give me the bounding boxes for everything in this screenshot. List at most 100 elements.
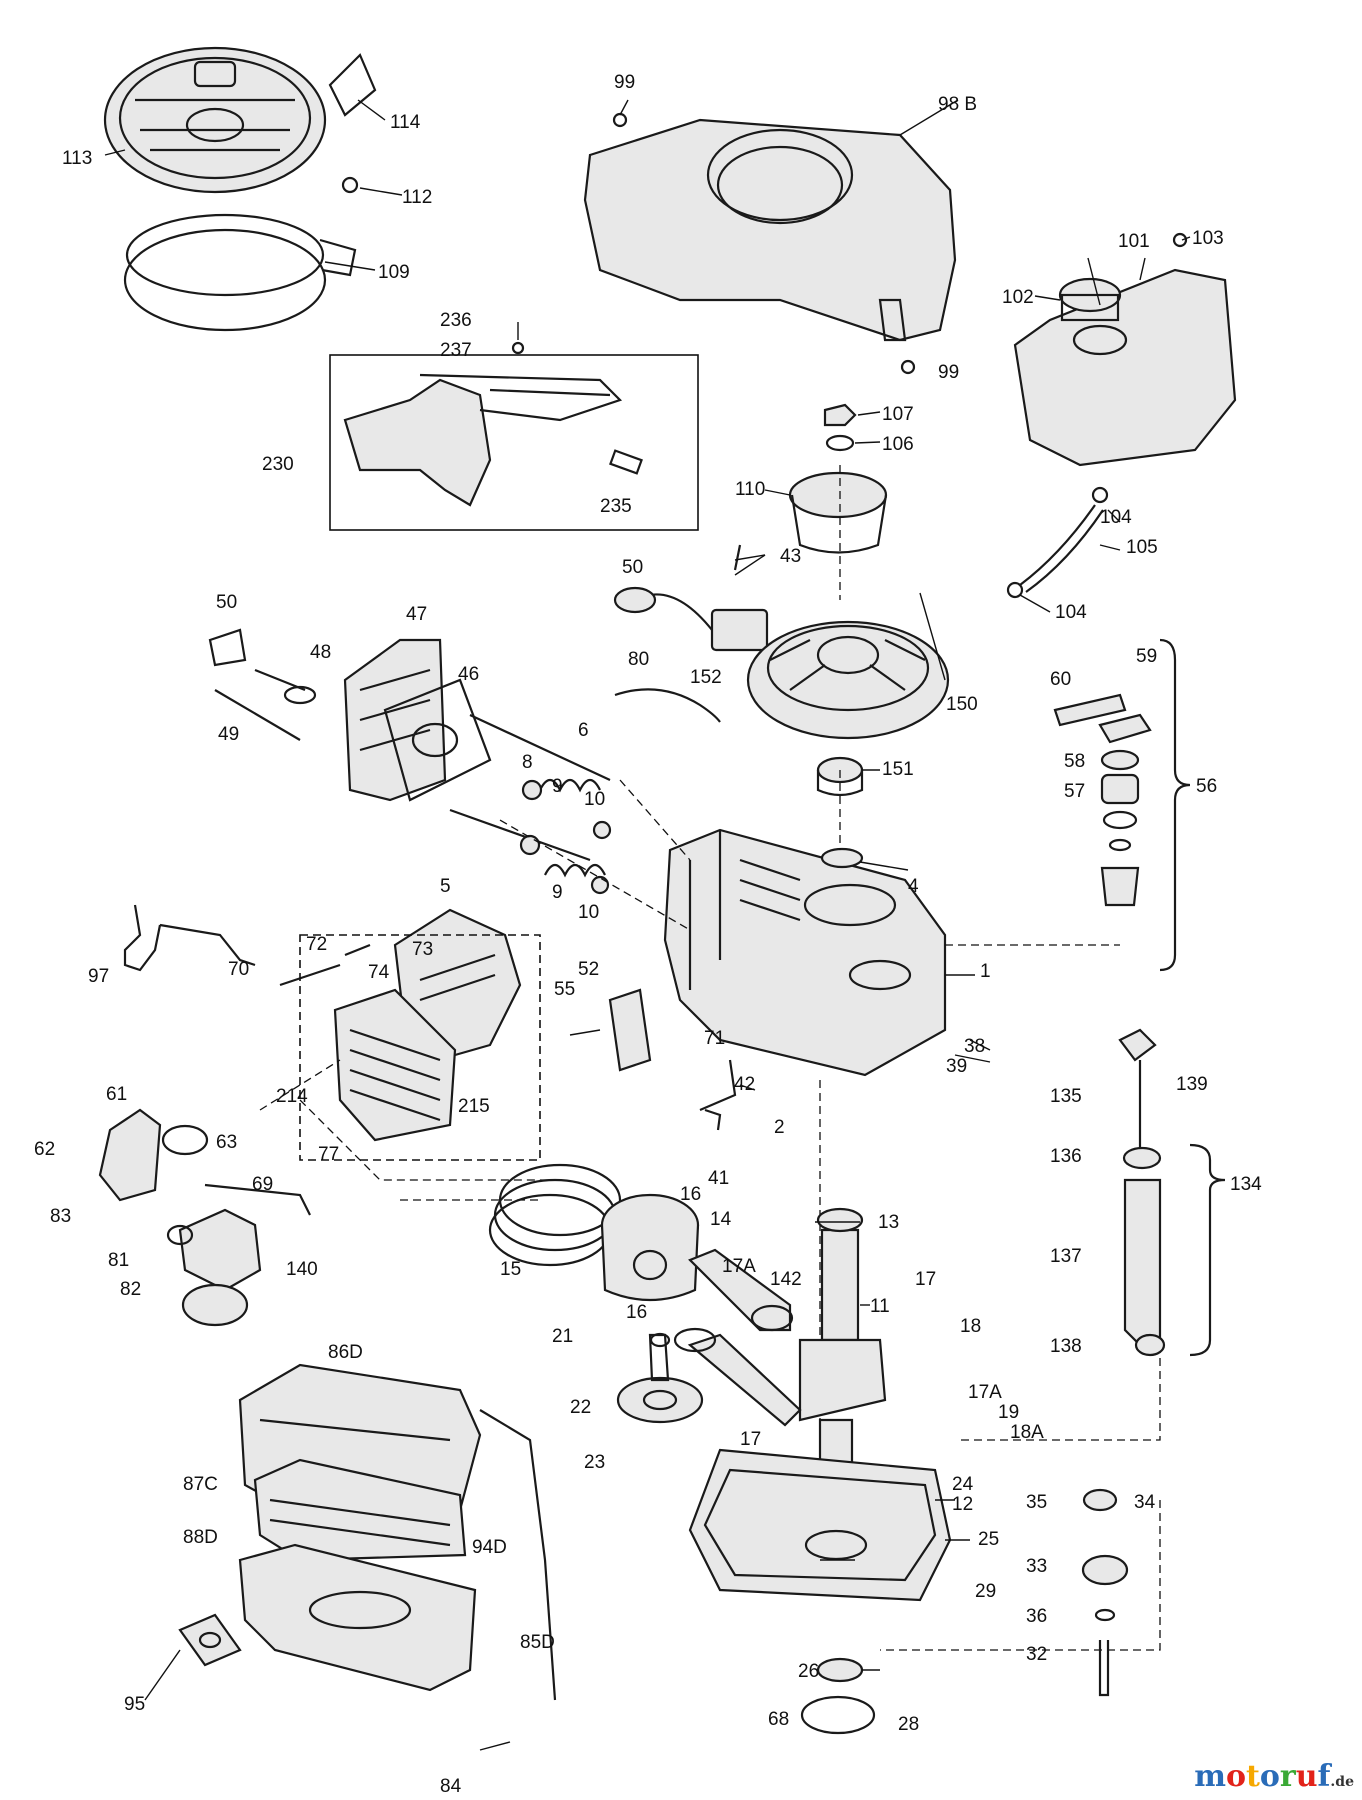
part-label: 17A: [968, 1382, 1002, 1403]
part-label: 106: [882, 434, 914, 455]
part-label: 101: [1118, 231, 1150, 252]
part-label: 74: [368, 962, 390, 983]
part-label: 152: [690, 667, 722, 688]
con-rod-17: [673, 1327, 802, 1427]
part-label: 12: [952, 1494, 973, 1515]
part-label: 112: [402, 187, 432, 208]
part-label: 235: [600, 496, 632, 517]
part-label: 82: [120, 1279, 141, 1300]
part-label: 237: [440, 340, 472, 361]
connecting-rod: [688, 1248, 794, 1332]
part-label: 19: [998, 1402, 1019, 1423]
part-label: 8: [522, 752, 533, 773]
part-label: 99: [614, 72, 635, 93]
control-bracket: [123, 904, 256, 972]
part-label: 47: [406, 604, 427, 625]
part-label: 41: [708, 1168, 729, 1189]
watermark-letter: u: [1295, 1759, 1318, 1794]
part-label: 138: [1050, 1336, 1082, 1357]
part-label: 142: [770, 1269, 802, 1290]
part-label: 236: [440, 310, 472, 331]
carburetor: [166, 1208, 262, 1327]
part-label: 150: [946, 694, 978, 715]
part-label: 73: [412, 939, 433, 960]
part-label: 48: [310, 642, 331, 663]
leader-lines: [104, 99, 1191, 1751]
part-label: 97: [88, 966, 109, 987]
part-label: 88D: [183, 1527, 218, 1548]
governor-gear: [1081, 1488, 1129, 1697]
part-label: 4: [908, 876, 919, 897]
part-label: 34: [1134, 1492, 1156, 1513]
watermark-letter: t: [1246, 1759, 1260, 1794]
dipstick-tube: [1118, 1028, 1226, 1357]
part-label: 16: [626, 1302, 647, 1323]
part-label: 57: [1064, 781, 1085, 802]
part-label: 15: [500, 1259, 521, 1280]
part-label: 105: [1126, 537, 1158, 558]
part-label: 23: [584, 1452, 605, 1473]
part-label: 46: [458, 664, 479, 685]
part-label: 83: [50, 1206, 71, 1227]
muffler-box: [299, 934, 541, 1161]
oil-sump: [688, 1448, 952, 1602]
part-label: 134: [1230, 1174, 1262, 1195]
part-label: 63: [216, 1132, 237, 1153]
part-label: 25: [978, 1529, 999, 1550]
part-label: 113: [62, 148, 92, 169]
fuel-tank: [1013, 232, 1237, 467]
part-label: 136: [1050, 1146, 1082, 1167]
part-label: 2: [774, 1117, 785, 1138]
part-label: 26: [798, 1661, 819, 1682]
flywheel: [746, 620, 950, 740]
part-label: 77: [318, 1144, 339, 1165]
part-label: 230: [262, 454, 294, 475]
part-label: 86D: [328, 1342, 363, 1363]
part-label: 29: [975, 1581, 996, 1602]
camshaft: [616, 1332, 704, 1424]
part-label: 42: [734, 1074, 755, 1095]
air-cleaner-gasket: [178, 1613, 242, 1667]
part-label: 36: [1026, 1606, 1047, 1627]
part-label: 18A: [1010, 1422, 1044, 1443]
part-label: 5: [440, 876, 451, 897]
head-gasket: [383, 678, 492, 802]
oil-seal-13: [816, 1207, 864, 1233]
choke-assembly: [1053, 638, 1191, 972]
governor-lever: [699, 1059, 737, 1131]
part-label: 95: [124, 1694, 145, 1715]
part-label: 17: [740, 1429, 761, 1450]
part-label: 32: [1026, 1644, 1047, 1665]
cylinder-head: [208, 628, 447, 802]
part-label: 71: [704, 1028, 725, 1049]
governor-bracket-box: [329, 354, 699, 531]
watermark-letter: o: [1259, 1759, 1280, 1794]
part-label: 109: [378, 262, 410, 283]
part-label: 60: [1050, 669, 1071, 690]
watermark-text: motoruf: [1194, 1759, 1330, 1794]
part-label: 135: [1050, 1086, 1082, 1107]
part-label: 58: [1064, 751, 1085, 772]
part-label: 137: [1050, 1246, 1082, 1267]
part-label: 140: [286, 1259, 318, 1280]
blower-housing: [583, 112, 957, 375]
part-label: 28: [898, 1714, 919, 1735]
part-label: 9: [552, 882, 563, 903]
part-label: 35: [1026, 1492, 1047, 1513]
muffler-bolt-72: [279, 943, 371, 987]
part-label: 49: [218, 724, 239, 745]
watermark-letter: o: [1226, 1759, 1247, 1794]
part-label: 59: [1136, 646, 1157, 667]
part-label: 69: [252, 1174, 273, 1195]
throttle-link: [204, 1183, 311, 1216]
part-label: 107: [882, 404, 914, 425]
piston: [600, 1193, 700, 1302]
air-cleaner-base: [238, 1543, 477, 1692]
part-label: 103: [1192, 228, 1224, 249]
part-label: 87C: [183, 1474, 218, 1495]
part-label: 9: [552, 776, 563, 797]
part-label: 72: [306, 934, 327, 955]
part-label: 17A: [722, 1256, 756, 1277]
part-label: 1: [980, 961, 991, 982]
